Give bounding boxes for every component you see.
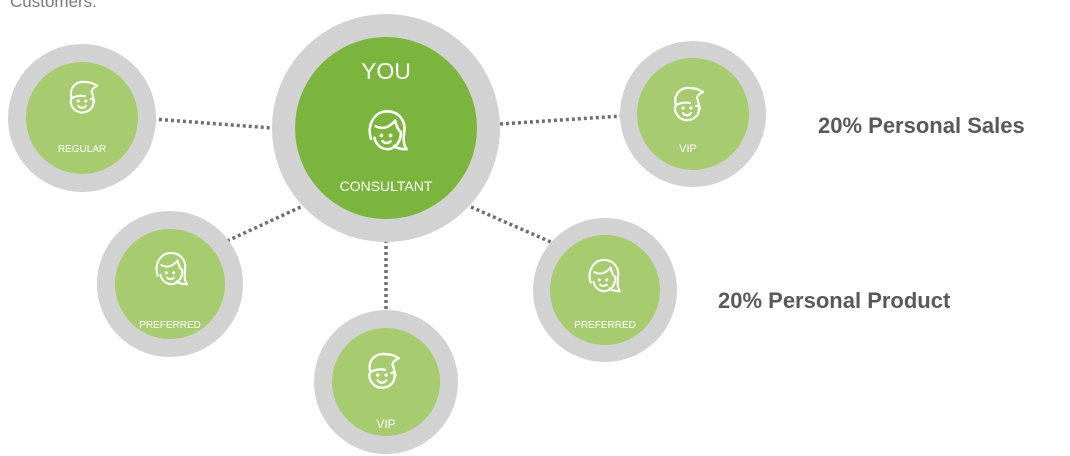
customer-node-regular: REGULAR (8, 44, 156, 192)
customer-node-label: PREFERRED (139, 320, 201, 331)
center-node: YOU CONSULTANT (272, 14, 500, 242)
connector-preferred-left (226, 203, 306, 243)
customer-node-preferred-left: PREFERRED (97, 211, 243, 357)
stat-personal-sales: 20% Personal Sales (818, 113, 1025, 138)
customer-node-preferred-right: PREFERRED (533, 218, 677, 362)
customer-node-label: VIP (679, 143, 697, 155)
customer-node-vip-bottom: VIP (314, 310, 458, 454)
customer-node-label: REGULAR (58, 144, 106, 155)
customer-node-vip-top: VIP (620, 41, 766, 187)
connector-vip-top (499, 114, 623, 126)
connector-preferred-right (470, 205, 554, 245)
stat-personal-product: 20% Personal Product (718, 288, 951, 313)
connector-regular (152, 117, 273, 130)
intro-text: Customers: (10, 0, 97, 11)
customer-node-label: PREFERRED (574, 320, 636, 331)
center-node-title: YOU (361, 58, 411, 84)
customer-node-label: VIP (376, 417, 395, 431)
center-node-subtitle: CONSULTANT (340, 178, 433, 194)
